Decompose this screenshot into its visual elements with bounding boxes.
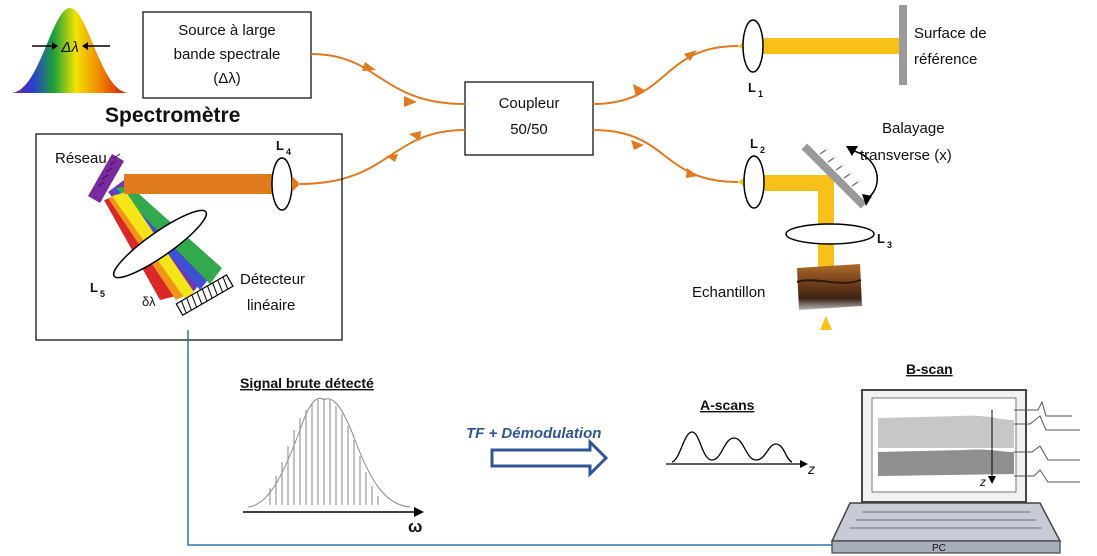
fiber-arrow-3-icon [633, 84, 645, 97]
fiber-arrow-4-icon [684, 50, 697, 61]
source-spectrum: Δλ [12, 8, 128, 93]
ascans-axis-label: z [807, 461, 815, 477]
source-line-2: bande spectrale [174, 46, 281, 63]
lens-l5-label: L [90, 280, 98, 295]
fiber-coupler-spectrometer [299, 129, 466, 185]
sample-transmit-cone [820, 316, 832, 330]
source-line-3: (Δλ) [213, 70, 241, 87]
spectrometer-title: Spectromètre [105, 104, 240, 127]
source-line-1: Source à large [178, 22, 276, 39]
laptop-keyboard [850, 511, 1042, 529]
fiber-coupler-reference [592, 45, 739, 105]
lens-l1-label: L [748, 80, 756, 95]
bscan-title: B-scan [906, 361, 953, 377]
spectrum-curve [12, 8, 128, 93]
lens-l1 [742, 19, 764, 73]
raw-signal-curve [247, 397, 411, 508]
delta-arrowhead-right-icon [82, 42, 88, 50]
pc-label: PC [932, 543, 946, 554]
reference-mirror [899, 5, 907, 85]
lens-l4-sub: 4 [286, 147, 291, 157]
lens-l5-sub: 5 [100, 289, 105, 299]
delta-arrowhead-left-icon [52, 42, 58, 50]
reference-line-1: Surface de [914, 25, 987, 42]
bscan-axis-label: z [979, 475, 986, 489]
scan-line-1: Balayage [882, 120, 945, 137]
fiber-arrow-1-icon [362, 62, 376, 71]
grating-teeth [97, 153, 121, 187]
scan-mirror-teeth [819, 149, 859, 187]
data-cable [187, 330, 832, 546]
bscan-layer-2 [878, 449, 1014, 476]
lens-l5 [112, 209, 208, 279]
fiber-arrow-6-icon [686, 168, 698, 178]
lens-l2-sub: 2 [760, 145, 765, 155]
sample-beam-horizontal [752, 175, 832, 191]
processing-arrow-icon [490, 438, 609, 478]
scan-rotation-arrow [849, 149, 878, 199]
scan-line-2: transverse (x) [860, 147, 952, 164]
scan-arrowhead-bottom-icon [862, 194, 872, 206]
signal-axis-label: ω [408, 517, 422, 536]
sample-block [796, 264, 862, 310]
spectrometer-box [35, 133, 343, 341]
delta-lambda-small: δλ [142, 294, 156, 309]
spectrometer-input-cone [292, 176, 300, 192]
laptop-base [830, 502, 1062, 542]
laptop: z PC [830, 389, 1080, 554]
linear-detector [175, 274, 234, 317]
lens-l4 [271, 157, 293, 211]
fiber-arrow-8-icon [386, 154, 398, 162]
bscan-ascan-traces [1014, 400, 1080, 483]
grating-label: Réseau [55, 150, 107, 167]
raw-signal-plot [243, 397, 424, 517]
bscan-layer-1 [878, 415, 1014, 448]
delta-lambda-label: Δλ [60, 39, 78, 56]
lens-l3-label: L [877, 231, 885, 246]
coupler-box: Coupleur 50/50 [464, 81, 594, 156]
signal-title: Signal brute détecté [240, 375, 374, 391]
detector-line-1: Détecteur [240, 271, 305, 288]
fiber-source-coupler [310, 53, 466, 105]
grating [88, 154, 124, 203]
ascans-curve [671, 431, 793, 463]
reference-line-2: référence [914, 51, 977, 68]
spectrometer-beam [124, 174, 282, 194]
ascans-title: A-scans [700, 397, 755, 413]
laptop-front [831, 540, 1061, 554]
fiber-arrow-2-icon [404, 96, 417, 107]
coupler-line-2: 50/50 [510, 121, 548, 138]
detector-line-2: linéaire [247, 297, 295, 314]
lens-l3 [785, 223, 875, 245]
ascans-axis-arrow-icon [800, 460, 808, 468]
scan-arrowhead-top-icon [846, 146, 858, 156]
signal-axis-arrow-icon [414, 507, 424, 517]
lens-l2-label: L [750, 136, 758, 151]
lens-l1-sub: 1 [758, 89, 763, 99]
coupler-line-1: Coupleur [499, 95, 560, 112]
processing-label: TF + Démodulation [466, 425, 601, 442]
lens-l3-sub: 3 [887, 240, 892, 250]
fiber-arrow-5-icon [631, 140, 644, 150]
fiber-arrow-7-icon [409, 131, 421, 141]
source-box: Source à large bande spectrale (Δλ) [142, 11, 312, 99]
lens-l2 [743, 155, 765, 209]
lens-l4-label: L [276, 138, 284, 153]
sample-label: Echantillon [692, 284, 765, 301]
fiber-coupler-sample [592, 129, 739, 183]
bscan-z-arrow-icon [988, 476, 996, 484]
reference-beam [752, 38, 900, 54]
scan-mirror [801, 143, 867, 209]
